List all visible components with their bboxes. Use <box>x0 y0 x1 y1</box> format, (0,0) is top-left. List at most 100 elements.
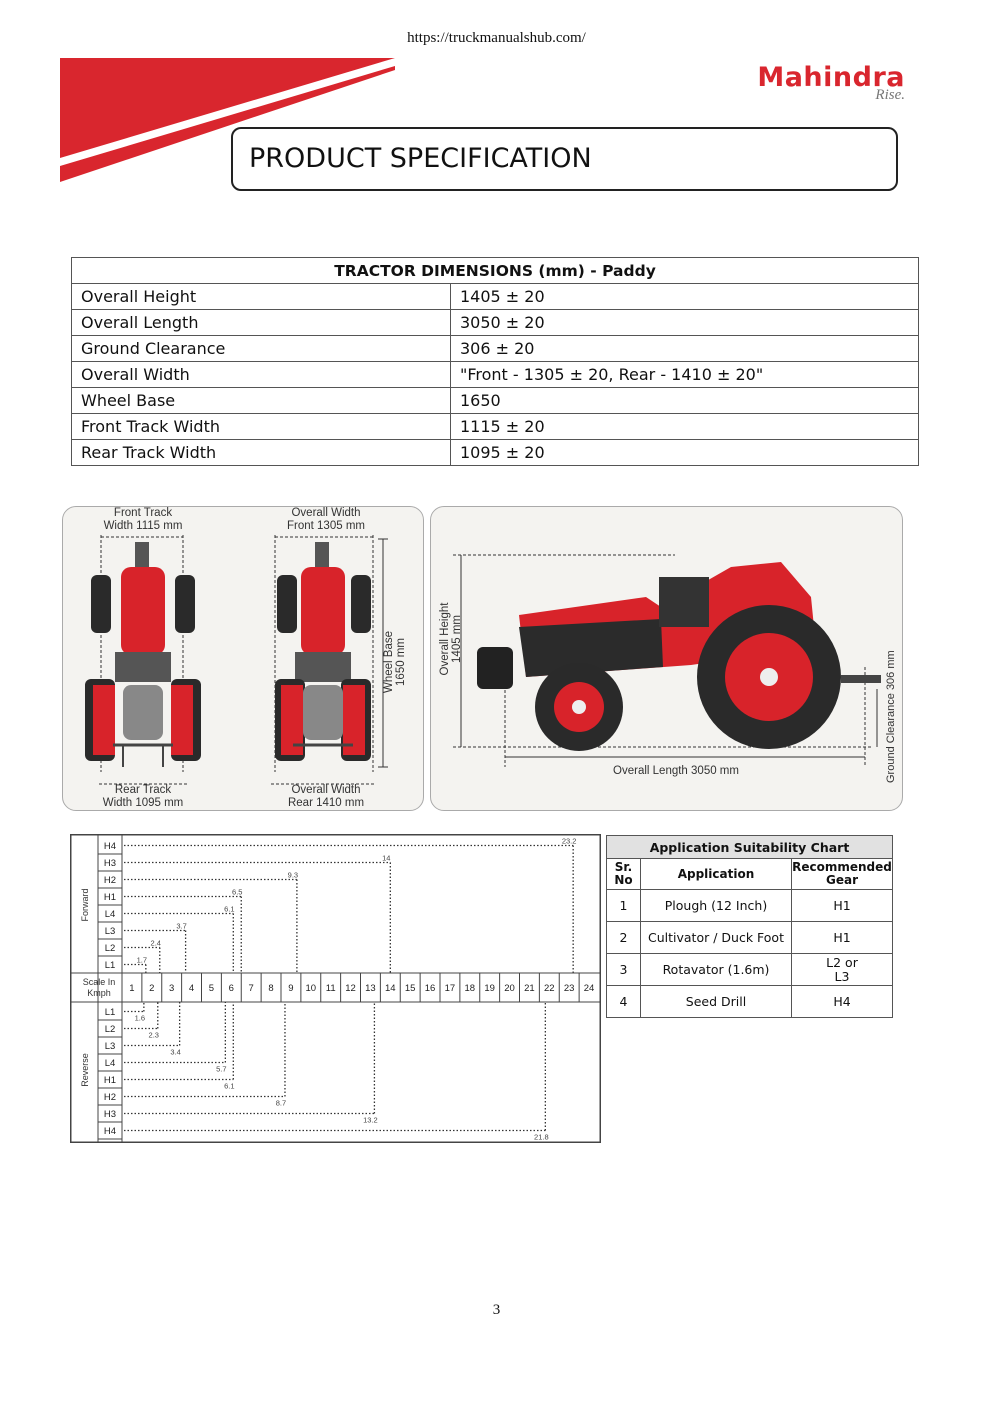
forward-label: Forward <box>80 888 90 921</box>
overall-width-front-label: Overall Width Front 1305 mm <box>287 507 365 532</box>
overall-length-label: Overall Length 3050 mm <box>613 765 739 777</box>
scale-tick-label: 17 <box>445 983 456 994</box>
page-title-box: PRODUCT SPECIFICATION <box>231 127 898 191</box>
side-view-panel: Overall Height 1405 mm Overall Length 30… <box>430 506 903 811</box>
mahindra-logo: Mahindra Rise. <box>757 62 905 104</box>
scale-tick-label: 23 <box>564 983 575 994</box>
dimensions-table: TRACTOR DIMENSIONS (mm) - Paddy Overall … <box>71 257 919 466</box>
row-label: Rear Track Width <box>71 439 451 466</box>
speed-value: 23.2 <box>562 837 577 846</box>
table-row: Overall Width"Front - 1305 ± 20, Rear - … <box>71 361 919 388</box>
speed-value: 3.4 <box>170 1048 180 1057</box>
recommended-gear: L2 or L3 <box>791 953 893 986</box>
scale-tick-label: 20 <box>504 983 515 994</box>
top-view-panel: Front Track Width 1115 mm Overall Width … <box>62 506 424 811</box>
application-name: Cultivator / Duck Foot <box>640 921 792 954</box>
row-value: 1095 ± 20 <box>450 439 919 466</box>
page-number: 3 <box>492 1302 501 1318</box>
scale-tick-label: 1 <box>129 983 134 994</box>
speed-value: 6.1 <box>224 905 234 914</box>
row-value: 1115 ± 20 <box>450 413 919 440</box>
speed-value: 3.7 <box>176 922 186 931</box>
scale-tick-label: 22 <box>544 983 555 994</box>
scale-tick-label: 5 <box>209 983 214 994</box>
scale-tick-label: 19 <box>484 983 495 994</box>
row-label: Wheel Base <box>71 387 451 414</box>
gear-label: H4 <box>104 841 116 852</box>
scale-tick-label: 3 <box>169 983 174 994</box>
scale-tick-label: 14 <box>385 983 396 994</box>
scale-tick-label: 8 <box>268 983 273 994</box>
gear-label: H2 <box>104 1092 116 1103</box>
row-value: 3050 ± 20 <box>450 309 919 336</box>
tractor-top-view-illustration <box>85 535 388 785</box>
speed-value: 14 <box>382 854 390 863</box>
scale-tick-label: 13 <box>365 983 376 994</box>
application-name: Plough (12 Inch) <box>640 889 792 922</box>
tractor-side-view-illustration <box>453 554 881 767</box>
gear-label: H1 <box>104 892 116 903</box>
row-label: Overall Height <box>71 283 451 310</box>
gear-label: H3 <box>104 1109 116 1120</box>
sr-no: 3 <box>606 953 641 986</box>
scale-tick-label: 16 <box>425 983 436 994</box>
speed-value: 9.3 <box>288 871 298 880</box>
application-name: Seed Drill <box>640 985 792 1018</box>
scale-tick-label: 24 <box>584 983 595 994</box>
front-track-label: Front Track Width 1115 mm <box>103 507 183 532</box>
scale-tick-label: 12 <box>345 983 356 994</box>
wheel-base-label: Wheel Base 1650 mm <box>383 631 407 694</box>
speed-value: 21.8 <box>534 1133 549 1142</box>
scale-tick-label: 4 <box>189 983 194 994</box>
scale-tick-label: 21 <box>524 983 535 994</box>
scale-tick-label: 7 <box>249 983 254 994</box>
scale-label: Kmph <box>87 988 111 998</box>
reverse-label: Reverse <box>80 1053 90 1087</box>
speed-value: 2.4 <box>151 939 161 948</box>
sr-no: 1 <box>606 889 641 922</box>
rear-track-label: Rear Track Width 1095 mm <box>102 784 184 809</box>
gear-label: L1 <box>105 960 116 971</box>
gear-label: L1 <box>105 1007 116 1018</box>
speed-value: 1.6 <box>135 1014 145 1023</box>
row-value: 1405 ± 20 <box>450 283 919 310</box>
sr-no: 2 <box>606 921 641 954</box>
chart-border <box>70 834 601 1143</box>
application-suitability-chart: Application Suitability Chart Sr. No App… <box>606 835 893 1018</box>
row-label: Ground Clearance <box>71 335 451 362</box>
scale-tick-label: 9 <box>288 983 293 994</box>
row-value: 1650 <box>450 387 919 414</box>
gear-label: L4 <box>105 909 116 920</box>
gear-label: L3 <box>105 926 116 937</box>
overall-height-label: Overall Height 1405 mm <box>439 602 463 676</box>
source-url: https://truckmanualshub.com/ <box>407 30 586 46</box>
speed-value: 6.1 <box>224 1082 234 1091</box>
scale-tick-label: 2 <box>149 983 154 994</box>
sr-no: 4 <box>606 985 641 1018</box>
recommended-gear: H4 <box>791 985 893 1018</box>
red-swoosh-banner <box>60 58 395 182</box>
application-header: Application <box>640 858 792 890</box>
gear-label: L2 <box>105 1024 116 1035</box>
scale-tick-label: 11 <box>326 983 336 994</box>
overall-width-rear-label: Overall Width Rear 1410 mm <box>287 784 365 809</box>
gear-label: L3 <box>105 1041 116 1052</box>
row-value: "Front - 1305 ± 20, Rear - 1410 ± 20" <box>450 361 919 388</box>
speed-value: 8.7 <box>276 1099 286 1108</box>
ground-clearance-label: Ground Clearance 306 mm <box>885 650 897 783</box>
speed-value: 6.5 <box>232 888 242 897</box>
speed-value: 13.2 <box>363 1116 378 1125</box>
scale-label: Scale In <box>83 977 116 987</box>
row-label: Overall Length <box>71 309 451 336</box>
scale-tick-label: 18 <box>465 983 476 994</box>
scale-tick-label: 6 <box>229 983 234 994</box>
